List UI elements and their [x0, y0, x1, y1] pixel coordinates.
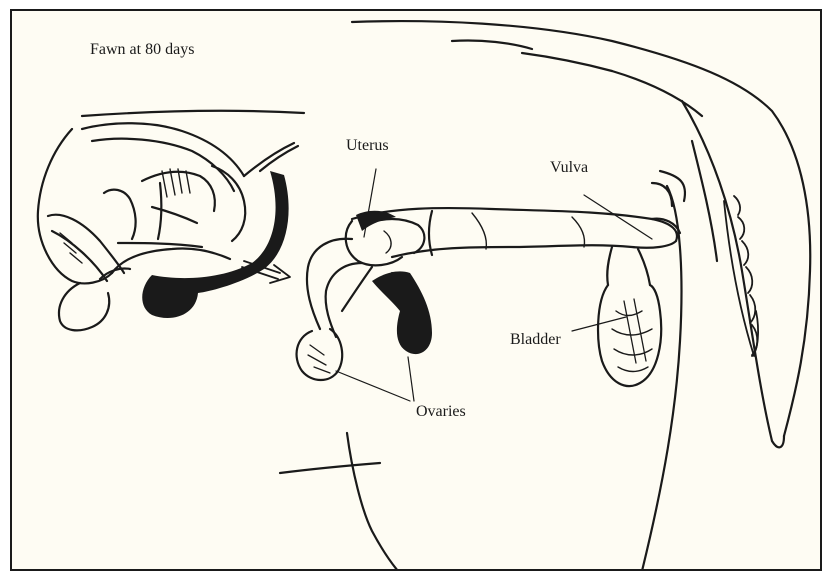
excised-tract [297, 208, 680, 386]
illustration-panel: Fawn at 80 days Uterus Vulva Bladder Ova… [10, 9, 822, 571]
label-vulva: Vulva [550, 159, 588, 177]
leg-lines [280, 433, 398, 571]
tail-vertebrae [724, 196, 758, 356]
reproductive-tract-drawing [12, 11, 822, 571]
label-bladder: Bladder [510, 331, 561, 349]
label-uterus: Uterus [346, 137, 389, 155]
figure-title: Fawn at 80 days [90, 41, 194, 59]
label-ovaries: Ovaries [416, 403, 466, 421]
